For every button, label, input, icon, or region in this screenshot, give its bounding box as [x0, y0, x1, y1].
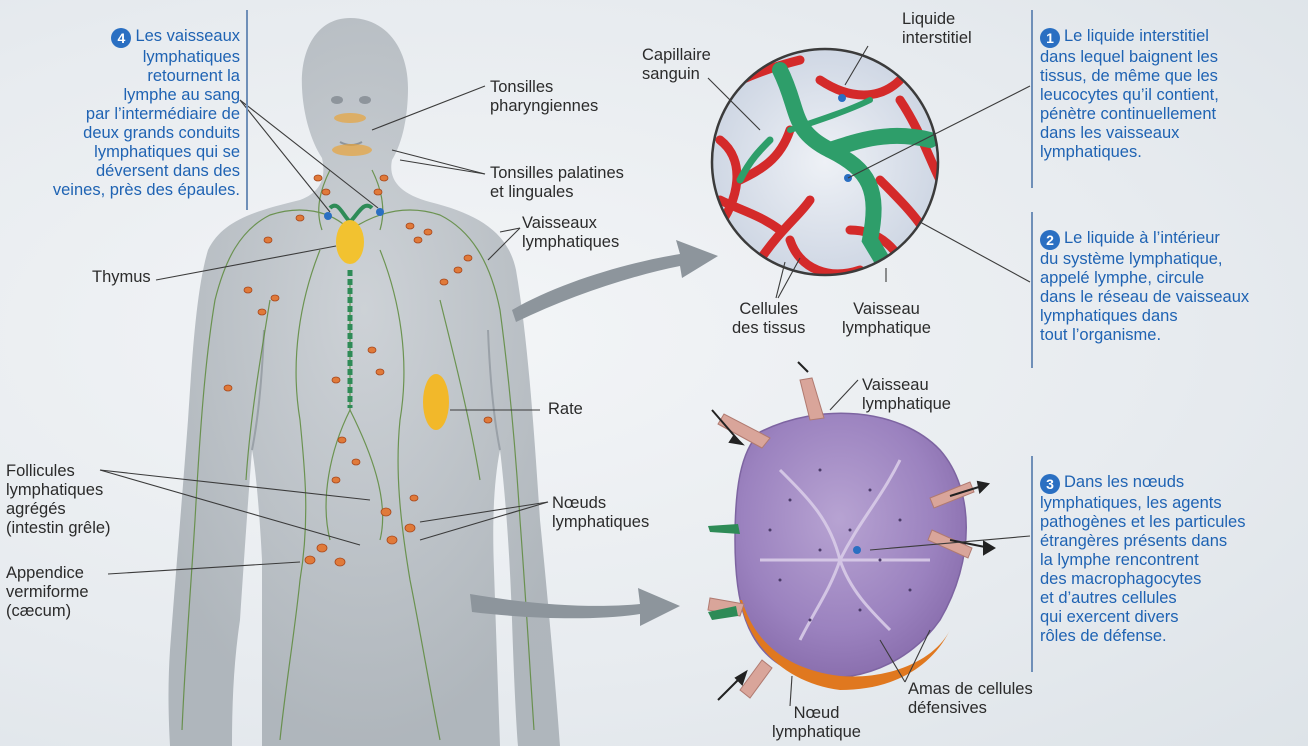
- label-cellules-tissus: Cellules des tissus: [732, 300, 805, 338]
- label-capillaire-sanguin: Capillaire sanguin: [642, 46, 711, 84]
- label-follicules: Follicules lymphatiques agrégés (intesti…: [6, 462, 111, 538]
- note-4-bar: [246, 10, 248, 210]
- label-rate: Rate: [548, 400, 583, 419]
- label-noeuds-lymphatiques: Nœuds lymphatiques: [552, 494, 649, 532]
- label-appendice: Appendice vermiforme (cæcum): [6, 564, 89, 621]
- label-vaisseaux-lymphatiques: Vaisseaux lymphatiques: [522, 214, 619, 252]
- note-4-number: 4: [111, 28, 131, 48]
- label-amas-cellules: Amas de cellules défensives: [908, 680, 1033, 718]
- note-1-text: Le liquide interstitiel dans lequel baig…: [1040, 27, 1219, 161]
- arrow-to-circle: [512, 240, 718, 322]
- label-tonsilles-pharyngiennes: Tonsilles pharyngiennes: [490, 78, 598, 116]
- label-noeud-lymphatique: Nœud lymphatique: [772, 704, 861, 742]
- note-1-bar: [1031, 10, 1033, 188]
- note-4-text: Les vaisseaux lymphatiques retournent la…: [53, 27, 240, 199]
- label-liquide-interstitiel: Liquide interstitiel: [902, 10, 972, 48]
- arrow-to-node: [470, 588, 680, 626]
- note-3-bar: [1031, 456, 1033, 672]
- note-1-number: 1: [1040, 28, 1060, 48]
- label-vaisseau-lymphatique-node: Vaisseau lymphatique: [862, 376, 951, 414]
- label-thymus: Thymus: [92, 268, 151, 287]
- spleen-organ: [423, 374, 449, 430]
- label-vaisseau-lymphatique-circle: Vaisseau lymphatique: [842, 300, 931, 338]
- capillary-magnification: [700, 49, 940, 290]
- note-3-text: Dans les nœuds lymphatiques, les agents …: [1040, 473, 1245, 645]
- note-2-bar: [1031, 212, 1033, 368]
- note-3-number: 3: [1040, 474, 1060, 494]
- label-tonsilles-palatines: Tonsilles palatines et linguales: [490, 164, 624, 202]
- thymus-organ: [336, 220, 364, 264]
- lymph-node-section: [708, 362, 994, 700]
- note-2-number: 2: [1040, 230, 1060, 250]
- note-2-text: Le liquide à l’intérieur du système lymp…: [1040, 229, 1249, 344]
